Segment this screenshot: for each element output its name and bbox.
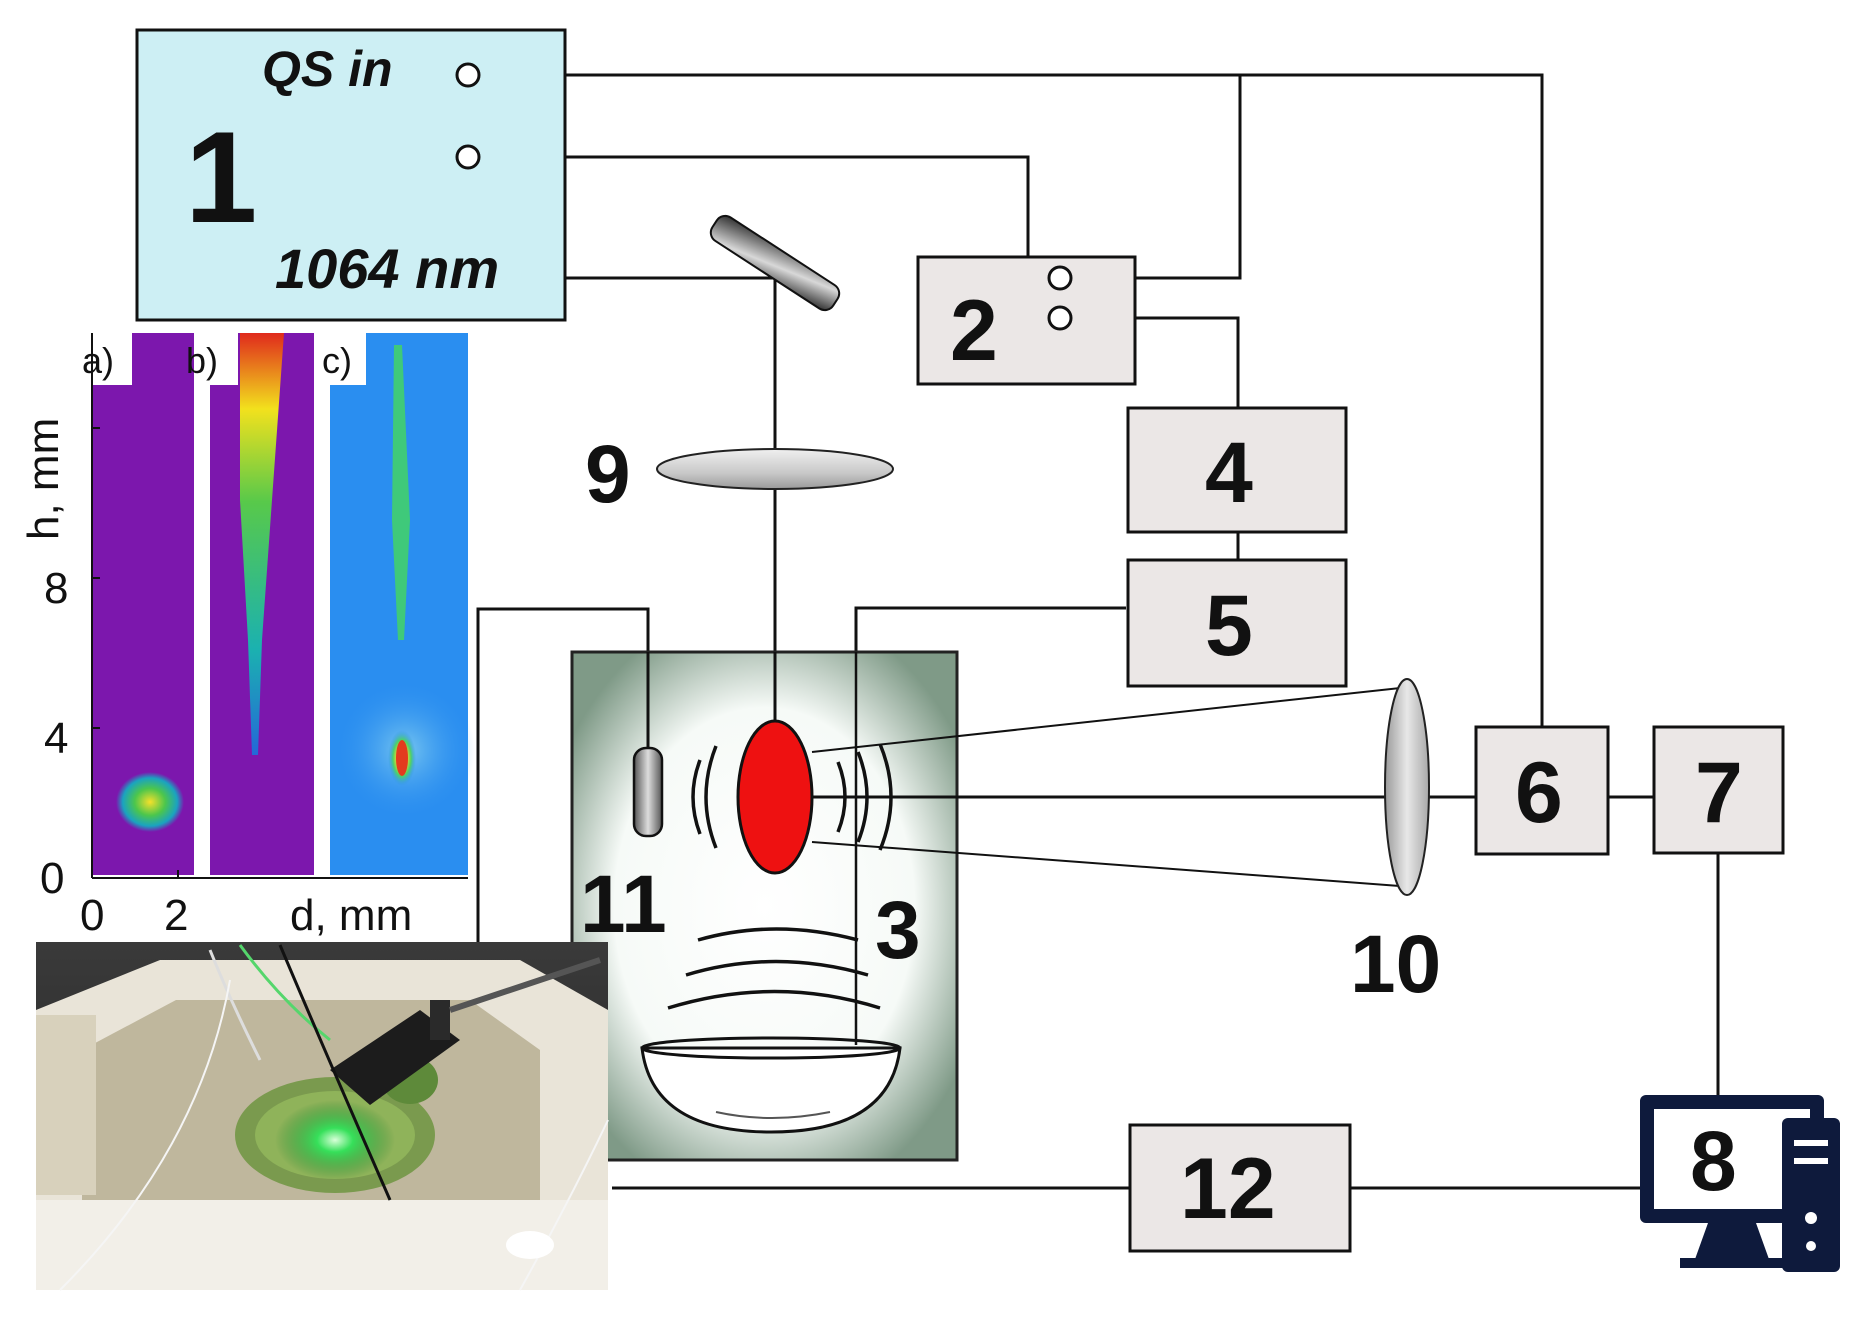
mirror-icon bbox=[709, 214, 841, 312]
computer-8-label: 8 bbox=[1690, 1114, 1737, 1208]
x-tick-2: 2 bbox=[164, 891, 188, 940]
qs-label: QS in bbox=[262, 41, 393, 97]
y-tick-4: 4 bbox=[44, 714, 68, 763]
setup-photo bbox=[36, 942, 609, 1291]
breakdown-spark-icon bbox=[736, 719, 814, 875]
block-12-label: 12 bbox=[1180, 1141, 1276, 1237]
focusing-lens-icon bbox=[656, 448, 894, 490]
panel-c-plume bbox=[392, 345, 410, 640]
sync-port-icon[interactable] bbox=[455, 144, 481, 170]
block-6-label: 6 bbox=[1515, 745, 1563, 841]
block-2-port-b-icon[interactable] bbox=[1047, 305, 1073, 331]
hydrophone-11-label: 11 bbox=[580, 859, 667, 950]
laser-box bbox=[135, 28, 567, 322]
x-axis-label: d, mm bbox=[290, 891, 412, 940]
block-2: 2 bbox=[916, 255, 1137, 386]
block-6-box bbox=[1474, 725, 1610, 856]
wire-qs bbox=[480, 73, 1544, 727]
block-5-box bbox=[1126, 558, 1348, 688]
block-4-label: 4 bbox=[1205, 425, 1253, 521]
water-cell bbox=[570, 650, 959, 1162]
panel-c-label: c) bbox=[322, 340, 352, 381]
wire-qs-to-2 bbox=[1074, 75, 1242, 280]
x-tick-0: 0 bbox=[80, 891, 104, 940]
y-tick-0: 0 bbox=[40, 854, 64, 903]
block-12-box bbox=[1128, 1123, 1352, 1253]
block-5-label: 5 bbox=[1205, 578, 1253, 674]
photo-green-glow bbox=[275, 1100, 395, 1180]
computer-icon bbox=[1640, 1095, 1840, 1272]
focusing-transducer-icon bbox=[640, 1046, 902, 1134]
inset-images: a) b) c) 0 4 8 0 2 d, mm h, mm bbox=[19, 333, 475, 940]
tower-icon bbox=[1782, 1118, 1840, 1272]
y-tick-8: 8 bbox=[44, 564, 68, 613]
collecting-lens-icon bbox=[1384, 678, 1430, 896]
acoustic-waves-bottom bbox=[667, 927, 881, 1010]
acoustic-waves-left bbox=[691, 745, 718, 849]
block-4-box bbox=[1126, 406, 1348, 534]
lens-9-label: 9 bbox=[585, 429, 631, 520]
block-2-box bbox=[916, 255, 1137, 386]
block-7-label: 7 bbox=[1695, 745, 1743, 841]
laser-number: 1 bbox=[185, 104, 257, 250]
lens-10-label: 10 bbox=[1350, 919, 1441, 1010]
block-7-box bbox=[1652, 725, 1785, 855]
y-axis-label: h, mm bbox=[19, 418, 68, 540]
block-2-label: 2 bbox=[950, 283, 998, 379]
hydrophone-icon bbox=[632, 746, 664, 838]
panel-a-label: a) bbox=[82, 340, 114, 381]
panel-b-plume bbox=[240, 333, 284, 755]
collection-cone bbox=[811, 687, 1401, 887]
laser-1: 1 QS in 1064 nm bbox=[135, 28, 567, 322]
panel-b-label: b) bbox=[186, 340, 218, 381]
wavelength-label: 1064 nm bbox=[275, 237, 499, 300]
cell-3-label: 3 bbox=[875, 885, 921, 976]
wire-port2-to-2 bbox=[480, 155, 1030, 257]
panel-a-spot bbox=[116, 772, 184, 832]
block-2-port-a-icon[interactable] bbox=[1047, 265, 1073, 291]
qs-port-icon[interactable] bbox=[455, 62, 481, 88]
